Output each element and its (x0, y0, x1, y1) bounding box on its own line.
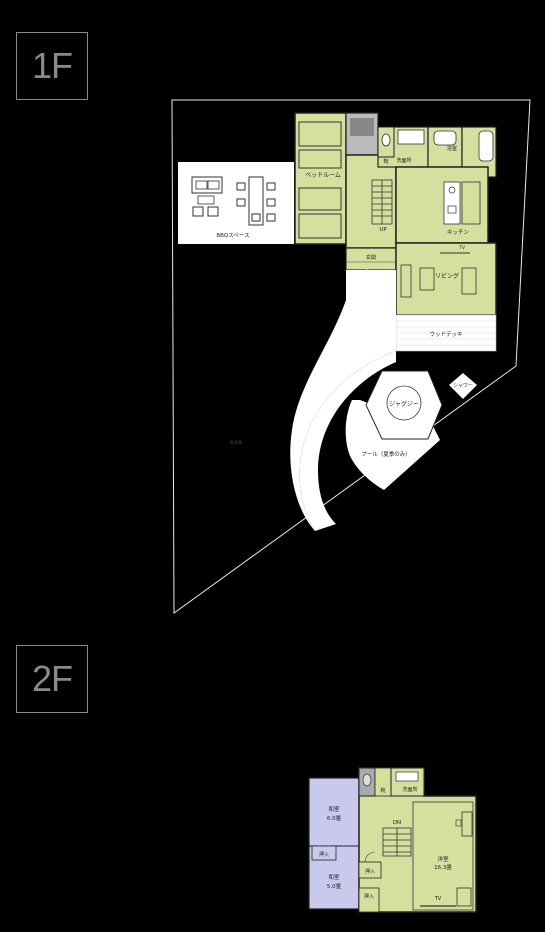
utility-inner (350, 118, 374, 136)
sink-2f (395, 771, 419, 782)
bathtub-1 (433, 130, 457, 146)
bath-1-label: 浴室 (447, 145, 457, 152)
curved-walkway (290, 270, 396, 531)
shoes-label: 靴 (383, 158, 388, 165)
living-sofa (400, 264, 412, 298)
bbq-chair (266, 213, 276, 222)
oshiire-1-label: 押入 (319, 851, 329, 858)
shoes-2f-label: 靴 (380, 787, 385, 794)
bbq-sofa (191, 176, 223, 194)
bbq-table (197, 195, 215, 205)
stairs-up-label: UP (379, 227, 387, 233)
washitsu-2-size: 5.0畳 (327, 883, 342, 890)
tv-label: TV (458, 245, 466, 251)
bbq-chair (251, 213, 261, 222)
oshiire-2 (358, 861, 382, 879)
jacuzzi-label: ジャグジー (389, 400, 419, 408)
bbq-chair (236, 198, 246, 207)
shower (449, 373, 477, 399)
bbq-label: BBQスペース (216, 232, 249, 239)
floor-1f-badge: 1F (16, 32, 88, 100)
entrance-label: 玄関 (366, 254, 376, 261)
bbq-chair (236, 182, 246, 191)
desk (461, 811, 473, 837)
bedroom-label: ベッドルーム (305, 172, 341, 179)
floor-2f-plan: 和室 6.0畳 押入 和室 5.0畳 靴 洗面所 DN 押入 押入 (308, 767, 477, 913)
washitsu-block (308, 777, 360, 910)
bbq-chair (266, 182, 276, 191)
floor-1f-plan: BBQスペース ベッドルーム UP 靴 洗面所 (171, 99, 531, 614)
living-sofa (461, 267, 477, 295)
washitsu-1-label: 和室 (328, 805, 340, 813)
kitchen-counter (443, 181, 461, 225)
bbq-space (178, 162, 294, 244)
wooddeck-label: ウッドデッキ (429, 330, 462, 338)
stairs-up (371, 179, 393, 225)
youshitsu-size: 16.3畳 (434, 864, 452, 871)
stairs-down (382, 827, 412, 857)
bed-2f (456, 887, 472, 907)
living-table (419, 267, 435, 291)
garden-label: 駐車場 (230, 439, 242, 445)
sink-counter (397, 129, 425, 145)
youshitsu-label: 洋室 (437, 855, 449, 863)
oshiire-1 (311, 845, 337, 861)
bed (298, 149, 342, 169)
toilet-icon (362, 773, 372, 787)
hall (345, 154, 397, 249)
stairs-down-label: DN (393, 820, 401, 826)
washitsu-2-label: 和室 (328, 873, 340, 881)
kitchen-counter (461, 181, 481, 225)
stove-icon (448, 186, 456, 194)
washroom-label: 洗面所 (396, 157, 411, 164)
bed (298, 187, 342, 211)
bbq-chair (266, 198, 276, 207)
bed (298, 121, 342, 147)
toilet-icon (381, 133, 391, 147)
shower-label: シャワー (453, 383, 473, 389)
bed (298, 213, 342, 239)
pool-label: プール（夏季のみ） (361, 450, 411, 458)
tv-2f-label: TV (434, 896, 442, 902)
bbq-stool (207, 206, 219, 217)
sink-icon (447, 205, 457, 214)
door-swing-2f (364, 851, 376, 863)
washitsu-1-size: 6.0畳 (327, 815, 342, 822)
washroom-2f-label: 洗面所 (402, 786, 417, 793)
youshitsu-inner (412, 801, 474, 911)
bbq-sofa-seat (195, 180, 208, 190)
oshiire-2-label: 押入 (365, 868, 375, 875)
bathtub-2 (478, 130, 494, 162)
bedroom (294, 112, 347, 245)
bbq-stool (192, 206, 204, 217)
oshiire-3-label: 押入 (364, 893, 374, 900)
kitchen (395, 166, 489, 244)
jacuzzi (365, 370, 443, 440)
walkway-lower (299, 351, 396, 531)
chair (455, 819, 462, 827)
bbq-table (248, 176, 264, 226)
deck-boards (396, 320, 496, 346)
jacuzzi-tub (386, 385, 422, 421)
oshiire-3 (358, 887, 380, 913)
floor-2f-badge: 2F (16, 645, 88, 713)
living (395, 242, 497, 316)
bbq-sofa-seat (207, 180, 220, 190)
living-label: リビング (435, 272, 459, 280)
kitchen-label: キッチン (447, 229, 470, 236)
